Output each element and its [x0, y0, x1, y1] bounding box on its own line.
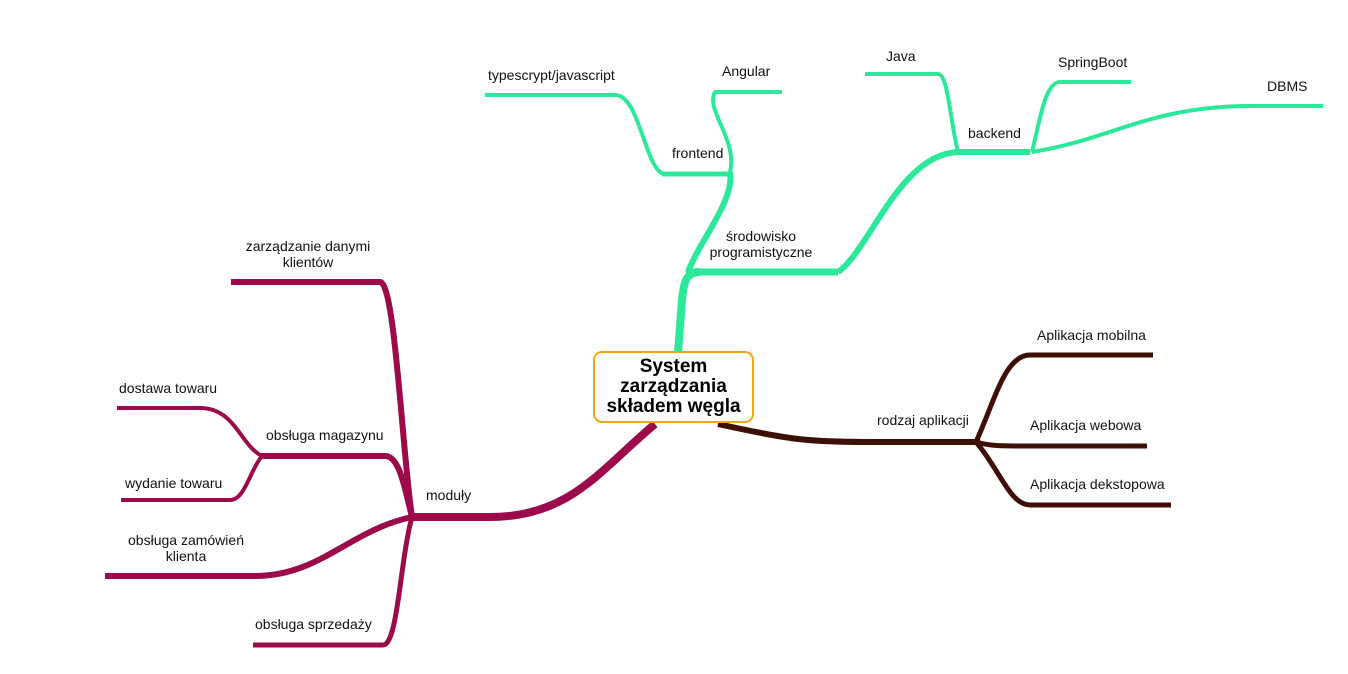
- node-mobilna[interactable]: Aplikacja mobilna: [1037, 327, 1146, 343]
- connector-moduly-zarzadzanie: [231, 279, 415, 518]
- node-springboot[interactable]: SpringBoot: [1058, 54, 1128, 70]
- node-dostawa[interactable]: dostawa towaru: [119, 380, 218, 396]
- connector-magazyn-wydanie: [121, 454, 264, 502]
- node-zamowien-line1: obsługa zamówień: [128, 532, 244, 548]
- node-magazyn[interactable]: obsługa magazynu: [266, 427, 384, 443]
- node-dbms[interactable]: DBMS: [1267, 78, 1308, 94]
- node-srodowisko-line1: środowisko: [725, 228, 797, 244]
- connector-center-moduly: [412, 420, 658, 521]
- connector-rodzaj-webowa: [975, 439, 1147, 449]
- node-rodzaj[interactable]: rodzaj aplikacji: [877, 412, 969, 428]
- center-title-line2: zarządzania: [620, 376, 727, 397]
- node-frontend[interactable]: frontend: [672, 145, 724, 161]
- connector-srodowisko-frontend: [685, 171, 734, 274]
- node-zamowien-line2: klienta: [165, 548, 207, 564]
- center-node[interactable]: System zarządzania składem węgla: [593, 351, 754, 423]
- connector-srodowisko-backend: [836, 149, 1030, 275]
- node-srodowisko-line2: programistyczne: [709, 244, 813, 260]
- node-dekstopowa[interactable]: Aplikacja dekstopowa: [1030, 476, 1165, 492]
- node-wydanie[interactable]: wydanie towaru: [125, 475, 223, 491]
- center-title-line1: System: [639, 356, 708, 377]
- branch-moduly: [105, 279, 658, 648]
- connector-moduly-magazyn: [260, 453, 415, 518]
- node-sprzedazy[interactable]: obsługa sprzedaży: [255, 616, 372, 632]
- connector-rodzaj-mobilna: [973, 352, 1153, 444]
- node-zarzadzanie-line1: zarządzanie danymi: [245, 238, 371, 254]
- connector-backend-dbms: [1031, 104, 1323, 154]
- branch-srodowisko: [485, 72, 1323, 353]
- node-zarzadzanie-line2: klientów: [282, 254, 334, 270]
- node-java[interactable]: Java: [886, 48, 916, 64]
- connector-backend-java: [865, 72, 960, 153]
- node-angular[interactable]: Angular: [722, 63, 771, 79]
- node-zamowien[interactable]: obsługa zamówień klienta: [106, 532, 266, 564]
- center-title-line3: składem węgla: [606, 396, 741, 417]
- connector-moduly-sprzedazy: [253, 516, 415, 648]
- connector-rodzaj-dekstopowa: [974, 440, 1171, 508]
- branch-rodzaj: [717, 352, 1171, 508]
- connector-backend-springboot: [1030, 80, 1131, 153]
- connector-frontend-angular: [711, 90, 782, 173]
- connector-magazyn-dostawa: [117, 406, 264, 458]
- connector-frontend-typescript: [485, 93, 665, 176]
- connector-center-rodzaj: [717, 421, 980, 445]
- node-zarzadzanie[interactable]: zarządzanie danymi klientów: [228, 238, 388, 270]
- connector-moduly-zamowien: [105, 514, 413, 579]
- node-webowa[interactable]: Aplikacja webowa: [1030, 417, 1142, 433]
- node-moduly[interactable]: moduły: [426, 487, 472, 503]
- node-typescript[interactable]: typescrypt/javascript: [488, 67, 615, 83]
- node-backend[interactable]: backend: [968, 125, 1021, 141]
- node-srodowisko[interactable]: środowisko programistyczne: [698, 228, 824, 260]
- connector-center-srodowisko: [674, 268, 701, 353]
